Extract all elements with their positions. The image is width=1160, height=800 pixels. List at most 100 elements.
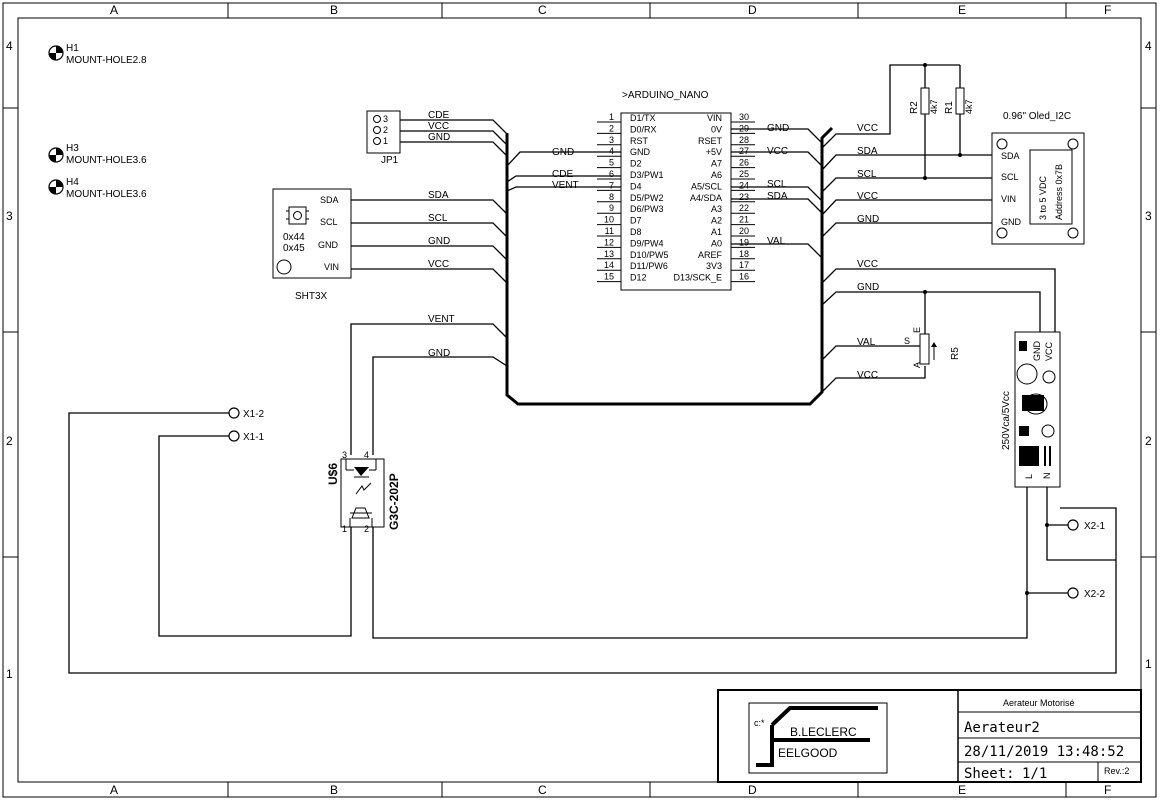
row-4-right: 4 — [1145, 39, 1152, 53]
psu-pin: N — [1042, 473, 1052, 480]
arduino-pin-name: D3/PW1 — [630, 170, 664, 180]
arduino-pin-number: 30 — [739, 112, 749, 122]
net-label: CDE — [552, 169, 573, 180]
arduino-pin-name: D4 — [630, 181, 642, 191]
ssr-pin: 4 — [364, 450, 369, 460]
psu-pin: VCC — [1044, 341, 1054, 361]
arduino-pin-name: A6 — [711, 170, 722, 180]
jp1-connector: 3 2 1 JP1 CDE VCC GND — [366, 110, 508, 166]
net-label: VAL — [767, 236, 786, 247]
col-b-bottom: B — [330, 783, 338, 797]
row-2-left: 2 — [6, 434, 13, 448]
sht3x-sensor: 0x44 0x45 SDA SCL GND VIN SHT3X SDA SCL … — [272, 188, 508, 302]
oled-pin: SDA — [1001, 151, 1020, 161]
ssr-pin: 3 — [342, 450, 347, 460]
title-block: Aerateur Motorisé Aerateur2 28/11/2019 1… — [717, 689, 1142, 783]
mount-hole-ref: H4 — [66, 177, 79, 188]
net-label: VCC — [428, 121, 449, 132]
arduino-pin-name: A4/SDA — [690, 193, 722, 203]
col-f-top: F — [1104, 3, 1111, 17]
ssr-pin: 1 — [342, 524, 347, 534]
net-label: SCL — [767, 179, 787, 190]
arduino-pin-name: D7 — [630, 216, 642, 226]
arduino-pin-number: 4 — [609, 146, 614, 156]
arduino-pin-number: 29 — [739, 123, 749, 133]
arduino-pin-name: RST — [630, 136, 649, 146]
arduino-pin-name: D8 — [630, 227, 642, 237]
oled-pin: SCL — [1001, 172, 1019, 182]
arduino-pin-number: 6 — [609, 169, 614, 179]
sht3x-ref: SHT3X — [295, 291, 328, 302]
row-4-left: 4 — [6, 39, 13, 53]
col-f-bottom: F — [1104, 783, 1111, 797]
arduino-pin-name: RSET — [698, 136, 723, 146]
arduino-pin-number: 20 — [739, 226, 749, 236]
net-label: GND — [552, 147, 574, 158]
project-title: Aerateur Motorisé — [1003, 698, 1075, 708]
net-label: SCL — [857, 169, 877, 180]
net-label: VCC — [857, 123, 878, 134]
arduino-pin-number: 22 — [739, 203, 749, 213]
arduino-pin-name: VIN — [707, 113, 722, 123]
power-supply-module: GND VCC L N 250Vca/5Vcc — [1001, 331, 1061, 488]
pot-ref: R5 — [950, 347, 961, 360]
bus-lines — [505, 126, 834, 406]
arduino-pin-name: A1 — [711, 227, 722, 237]
arduino-pin-name: A7 — [711, 159, 722, 169]
arduino-pin-number: 27 — [739, 146, 749, 156]
revision: Rev.:2 — [1104, 766, 1129, 776]
net-label: VCC — [767, 146, 788, 157]
net-label: CDE — [428, 110, 449, 121]
arduino-pin-number: 2 — [609, 123, 614, 133]
sht3x-pin: SDA — [320, 195, 339, 205]
oled-note: 3 to 5 VDC — [1038, 175, 1048, 220]
net-label: SDA — [428, 190, 449, 201]
sheet-label: Sheet: — [964, 766, 1015, 782]
drawing-name: Aerateur2 — [964, 720, 1040, 736]
mount-hole-icon — [48, 147, 64, 163]
logo-line1: B.LECLERC — [790, 725, 857, 739]
oled-pin: VIN — [1001, 194, 1016, 204]
company-logo: c:* B.LECLERC EELGOOD — [748, 702, 888, 774]
drawing-date: 28/11/2019 13:48:52 — [964, 744, 1124, 760]
net-label: GND — [857, 214, 879, 225]
row-1-left: 1 — [6, 667, 13, 681]
mount-hole-icon — [48, 45, 64, 61]
mount-hole-value: MOUNT-HOLE3.6 — [66, 189, 147, 200]
net-label: SCL — [428, 213, 448, 224]
net-label: GND — [428, 132, 450, 143]
logo-line2: EELGOOD — [778, 746, 838, 760]
row-3-right: 3 — [1145, 209, 1152, 223]
col-a-bottom: A — [110, 783, 118, 797]
resistor-value: 4k7 — [929, 99, 939, 114]
ssr-value: G3C-202P — [387, 473, 401, 530]
net-label: VENT — [428, 314, 455, 325]
net-label: GND — [428, 236, 450, 247]
net-label: SDA — [767, 191, 788, 202]
pullup-resistors: R2 4k7 R1 4k7 — [821, 63, 974, 180]
potentiometer-r5: S E A R5 — [904, 327, 961, 368]
arduino-pin-name: D6/PW3 — [630, 204, 664, 214]
arduino-pin-number: 17 — [739, 260, 749, 270]
arduino-pin-name: D2 — [630, 159, 642, 169]
net-label: GND — [767, 123, 789, 134]
mount-holes: H1 MOUNT-HOLE2.8 H3 MOUNT-HOLE3.6 H4 MOU… — [48, 43, 147, 200]
jp1-pin-number: 2 — [383, 125, 388, 135]
sht3x-pin: SCL — [320, 217, 338, 227]
arduino-pin-number: 28 — [739, 135, 749, 145]
oled-note: Address 0x7B — [1054, 164, 1064, 220]
arduino-pin-name: A0 — [711, 238, 722, 248]
arduino-pin-name: D0/RX — [630, 124, 657, 134]
arduino-pin-number: 9 — [609, 203, 614, 213]
arduino-pin-number: 14 — [604, 260, 614, 270]
col-d-bottom: D — [748, 783, 757, 797]
row-1-right: 1 — [1145, 657, 1152, 671]
arduino-pin-number: 19 — [739, 237, 749, 247]
arduino-pin-number: 23 — [739, 192, 749, 202]
jp1-pin-number: 1 — [383, 136, 388, 146]
arduino-pin-number: 13 — [604, 249, 614, 259]
pot-pin: E — [912, 327, 922, 333]
mains-wiring — [68, 412, 1117, 674]
